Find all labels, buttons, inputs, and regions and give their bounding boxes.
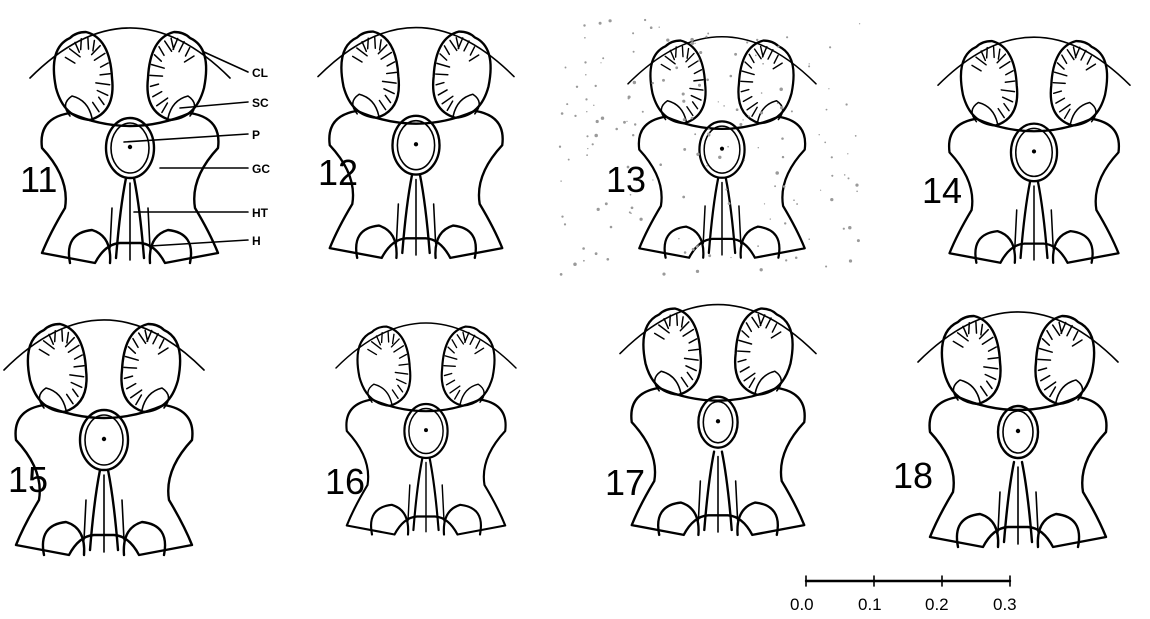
- figure-number-13: 13: [606, 159, 646, 200]
- section-drawings: [4, 28, 1130, 555]
- scale-tick-0: 0.0: [790, 595, 814, 614]
- section-13: [628, 37, 816, 258]
- label-cl: CL: [252, 66, 268, 80]
- section-18: [918, 312, 1118, 547]
- scale-tick-3: 0.3: [993, 595, 1017, 614]
- label-ht: HT: [252, 206, 269, 220]
- label-p: P: [252, 128, 260, 142]
- label-gc: GC: [252, 162, 270, 176]
- label-sc: SC: [252, 96, 269, 110]
- section-14: [938, 37, 1130, 263]
- scale-bar: 0.0 0.1 0.2 0.3: [790, 576, 1017, 614]
- section-12: [318, 28, 514, 258]
- figure-number-17: 17: [605, 462, 645, 503]
- figure-number-18: 18: [893, 455, 933, 496]
- label-h: H: [252, 234, 261, 248]
- figure-number-11: 11: [20, 159, 57, 200]
- section-15: [4, 320, 204, 555]
- section-11: [30, 28, 230, 263]
- label-leaders: [124, 52, 248, 246]
- figure-number-12: 12: [318, 152, 358, 193]
- section-17: [620, 305, 816, 535]
- figure-number-14: 14: [922, 170, 962, 211]
- scale-tick-2: 0.2: [925, 595, 949, 614]
- scale-tick-1: 0.1: [858, 595, 882, 614]
- figure-number-15: 15: [8, 459, 48, 500]
- figure-number-16: 16: [325, 461, 365, 502]
- section-16: [336, 323, 516, 535]
